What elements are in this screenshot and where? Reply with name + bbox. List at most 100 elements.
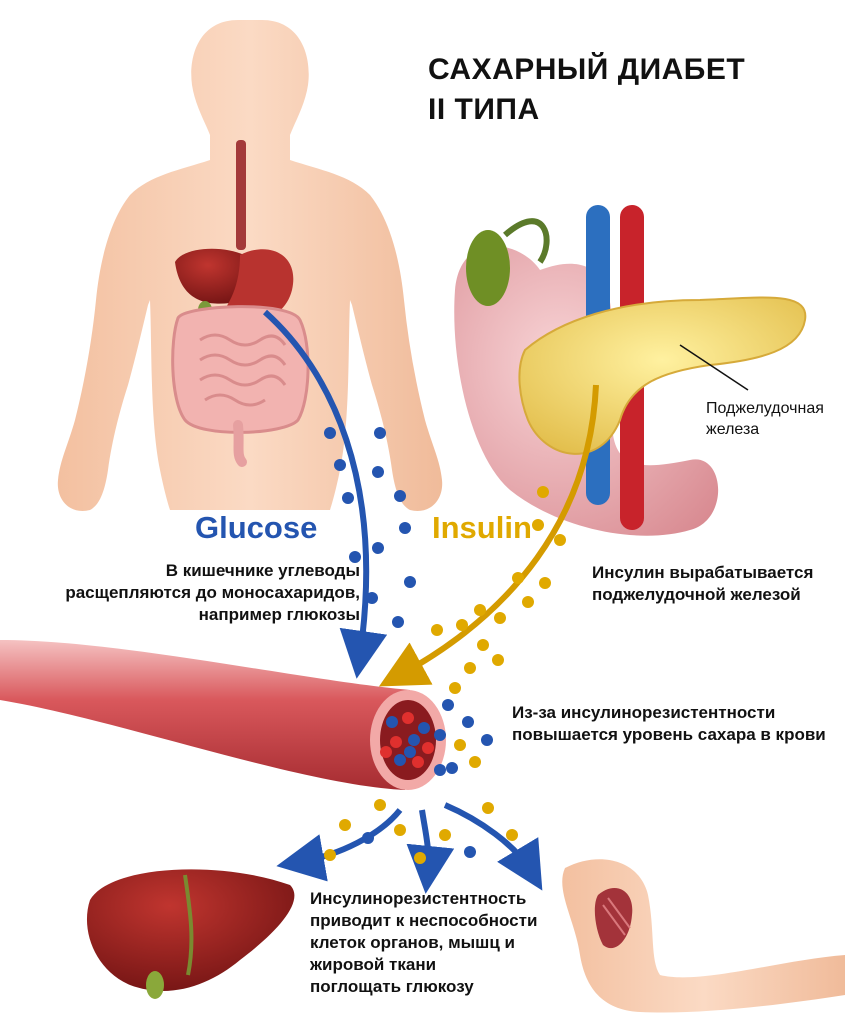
insulin-particle <box>439 829 451 841</box>
arrows <box>263 309 599 894</box>
insulin-particle <box>454 739 466 751</box>
arm-muscle-illustration <box>562 859 845 1013</box>
red-blood-cell <box>390 736 402 748</box>
small-intestine <box>199 333 287 407</box>
pancreas-label: Поджелудочная железа <box>706 398 824 440</box>
blood-vessel <box>0 640 446 790</box>
glucose-particle <box>349 551 361 563</box>
insulin-particle <box>464 662 476 674</box>
insulin-particle <box>477 639 489 651</box>
insulin-particle <box>414 852 426 864</box>
glucose-particle <box>334 459 346 471</box>
cells-caption-line-4: жировой ткани <box>310 955 437 974</box>
cells-caption-line-2: приводит к неспособности <box>310 911 538 930</box>
glucose-particle <box>481 734 493 746</box>
muscle-fibers <box>602 897 631 936</box>
intestine-caption-line-3: например глюкозы <box>198 605 360 624</box>
glucose-particle <box>374 427 386 439</box>
glucose-insulin-particles <box>324 427 566 864</box>
glucose-particle <box>394 490 406 502</box>
insulin-caption-line-1: Инсулин вырабатывается <box>592 563 814 582</box>
pancreas-label-line-1: Поджелудочная <box>706 400 824 417</box>
glucose-arrow <box>263 309 388 679</box>
lumen-glucose-particles <box>380 712 434 768</box>
title-line-1: САХАРНЫЙ ДИАБЕТ <box>428 53 746 86</box>
insulin-particle <box>492 654 504 666</box>
cells-caption-line-5: поглощать глюкозу <box>310 977 474 996</box>
insulin-label: Insulin <box>432 510 532 545</box>
glucose-particle <box>404 746 416 758</box>
liver-gallbladder <box>146 971 164 999</box>
insulin-particle <box>482 802 494 814</box>
cells-caption-line-1: Инсулинорезистентность <box>310 889 527 908</box>
glucose-particle <box>434 764 446 776</box>
title-line-2: II ТИПА <box>428 93 540 126</box>
red-blood-cell <box>402 712 414 724</box>
insulin-particle <box>494 612 506 624</box>
glucose-particle <box>394 754 406 766</box>
glucose-particle <box>392 616 404 628</box>
arrow-to-muscle <box>443 802 543 891</box>
resistance-caption-line-1: Из-за инсулинорезистентности <box>512 703 776 722</box>
glucose-particle <box>399 522 411 534</box>
red-blood-cell <box>412 756 424 768</box>
cells-caption: Инсулинорезистентность приводит к неспос… <box>310 888 560 998</box>
intestine-caption-line-2: расщепляются до моносахаридов, <box>65 583 360 602</box>
pancreas-pointer-line <box>679 344 749 391</box>
insulin-particle <box>539 577 551 589</box>
glucose-particle <box>404 576 416 588</box>
insulin-particle <box>449 682 461 694</box>
insulin-caption-line-2: поджелудочной железой <box>592 585 801 604</box>
glucose-particle <box>418 722 430 734</box>
liver-ligament <box>183 874 194 976</box>
insulin-particle <box>474 604 486 616</box>
arrow-to-fat <box>406 809 455 894</box>
glucose-particle <box>462 716 474 728</box>
glucose-particle <box>342 492 354 504</box>
insulin-particle <box>374 799 386 811</box>
bile-duct <box>503 218 550 264</box>
rectum <box>233 420 247 467</box>
glucose-particle <box>386 716 398 728</box>
insulin-particle <box>324 849 336 861</box>
insulin-particle <box>554 534 566 546</box>
insulin-particle <box>522 596 534 608</box>
insulin-particle <box>512 572 524 584</box>
glucose-particle <box>372 542 384 554</box>
insulin-particle <box>469 756 481 768</box>
glucose-particle <box>442 699 454 711</box>
liver-illustration <box>86 869 295 999</box>
insulin-arrow <box>378 384 599 687</box>
red-blood-cell <box>380 746 392 758</box>
glucose-particle <box>366 592 378 604</box>
pancreas-illustration <box>454 205 807 536</box>
insulin-particle <box>456 619 468 631</box>
resistance-caption: Из-за инсулинорезистентности повышается … <box>512 702 847 746</box>
insulin-particle <box>532 519 544 531</box>
glucose-particle <box>372 466 384 478</box>
arrow-to-liver <box>276 808 403 882</box>
intestine-caption: В кишечнике углеводы расщепляются до мон… <box>40 560 360 626</box>
diagram-title: САХАРНЫЙ ДИАБЕТ II ТИПА <box>428 50 745 130</box>
red-blood-cell <box>422 742 434 754</box>
digestive-organs <box>171 140 310 467</box>
insulin-particle <box>339 819 351 831</box>
insulin-particle <box>506 829 518 841</box>
glucose-particle <box>408 734 420 746</box>
esophagus <box>236 140 246 250</box>
insulin-production-caption: Инсулин вырабатывается поджелудочной жел… <box>592 562 842 606</box>
glucose-particle <box>464 846 476 858</box>
glucose-particle <box>434 729 446 741</box>
cells-caption-line-3: клеток органов, мышц и <box>310 933 515 952</box>
glucose-particle <box>446 762 458 774</box>
pancreas-label-line-2: железа <box>706 421 760 438</box>
insulin-particle <box>431 624 443 636</box>
glucose-particle <box>324 427 336 439</box>
glucose-label: Glucose <box>195 510 318 545</box>
intestine-caption-line-1: В кишечнике углеводы <box>165 561 360 580</box>
gallbladder <box>466 230 510 306</box>
insulin-particle <box>537 486 549 498</box>
insulin-particle <box>394 824 406 836</box>
glucose-particle <box>362 832 374 844</box>
